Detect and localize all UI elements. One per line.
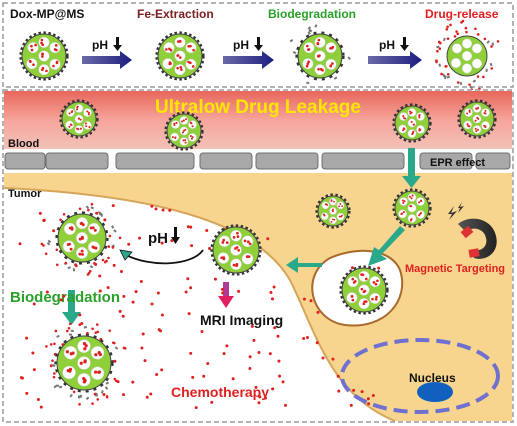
ph-label-1: pH (92, 38, 108, 52)
particle-biodegradation (289, 24, 351, 85)
particle-fe-extraction (155, 31, 205, 81)
stage-label-drug-release: Drug-release (425, 7, 499, 21)
stage-label-dox-mp-ms: Dox-MP@MS (10, 7, 84, 21)
particle-dox-mp-ms (19, 31, 69, 81)
particle-extravasated-2 (392, 188, 432, 228)
lower-particles (40, 99, 497, 406)
epr-effect-label: EPR effect (430, 157, 485, 169)
endothelial-cell (475, 152, 511, 170)
endothelial-cell (45, 152, 109, 170)
ph-label-2: pH (233, 38, 249, 52)
tumor-label: Tumor (8, 188, 42, 200)
particle-mri (210, 224, 262, 276)
particle-in-blood-1 (59, 99, 99, 139)
particle-in-blood-3 (392, 103, 432, 143)
magnet-icon (448, 202, 497, 259)
tumor-ph-down-arrow (171, 227, 180, 244)
internalization-arrow (286, 257, 322, 273)
endothelial-cell (321, 152, 405, 170)
chemotherapy-label: Chemotherapy (171, 384, 269, 400)
particle-degraded (45, 322, 127, 406)
mri-arrow (218, 282, 234, 308)
endothelial-cell (199, 152, 253, 170)
process-arrow-1 (82, 51, 132, 69)
process-arrow-3 (368, 51, 422, 69)
biodegradation-label: Biodegradation (10, 289, 120, 306)
nucleus-label: Nucleus (409, 371, 456, 385)
stage-label-biodegradation: Biodegradation (268, 7, 356, 21)
magnetic-targeting-label: Magnetic Targeting (405, 263, 505, 275)
blood-label: Blood (8, 138, 39, 150)
endothelial-cell (115, 152, 195, 170)
ph-down-arrows (113, 37, 409, 51)
particle-in-blood-2 (164, 111, 204, 151)
endothelial-cell (255, 152, 319, 170)
targeting-arrow (368, 226, 405, 266)
mri-imaging-label: MRI Imaging (200, 312, 283, 328)
ph-cycle-arrow (119, 249, 204, 265)
ph-label-3: pH (379, 38, 395, 52)
extravasation-arrow (402, 148, 421, 188)
endothelial-cell (4, 152, 46, 170)
nucleus-envelope (340, 338, 500, 414)
particle-endocytosed (339, 265, 389, 315)
particle-in-blood-4 (457, 99, 497, 139)
top-particles (19, 19, 500, 94)
process-arrow-2 (223, 51, 274, 69)
tumor-ph-label: pH (148, 230, 168, 247)
released-drug-dots (18, 204, 381, 410)
particle-extravasated-1 (315, 193, 351, 229)
stage-label-fe-extraction: Fe-Extraction (137, 7, 214, 21)
endothelial-cell (419, 152, 473, 170)
particle-drug-release (435, 19, 500, 94)
endothelial-cells (4, 152, 511, 170)
tumor-tissue (4, 173, 512, 421)
particle-degrading (40, 202, 122, 276)
degradation-arrow (62, 290, 81, 325)
nucleus-core (417, 382, 453, 402)
ultralow-leakage-banner: Ultralow Drug Leakage (155, 97, 361, 118)
